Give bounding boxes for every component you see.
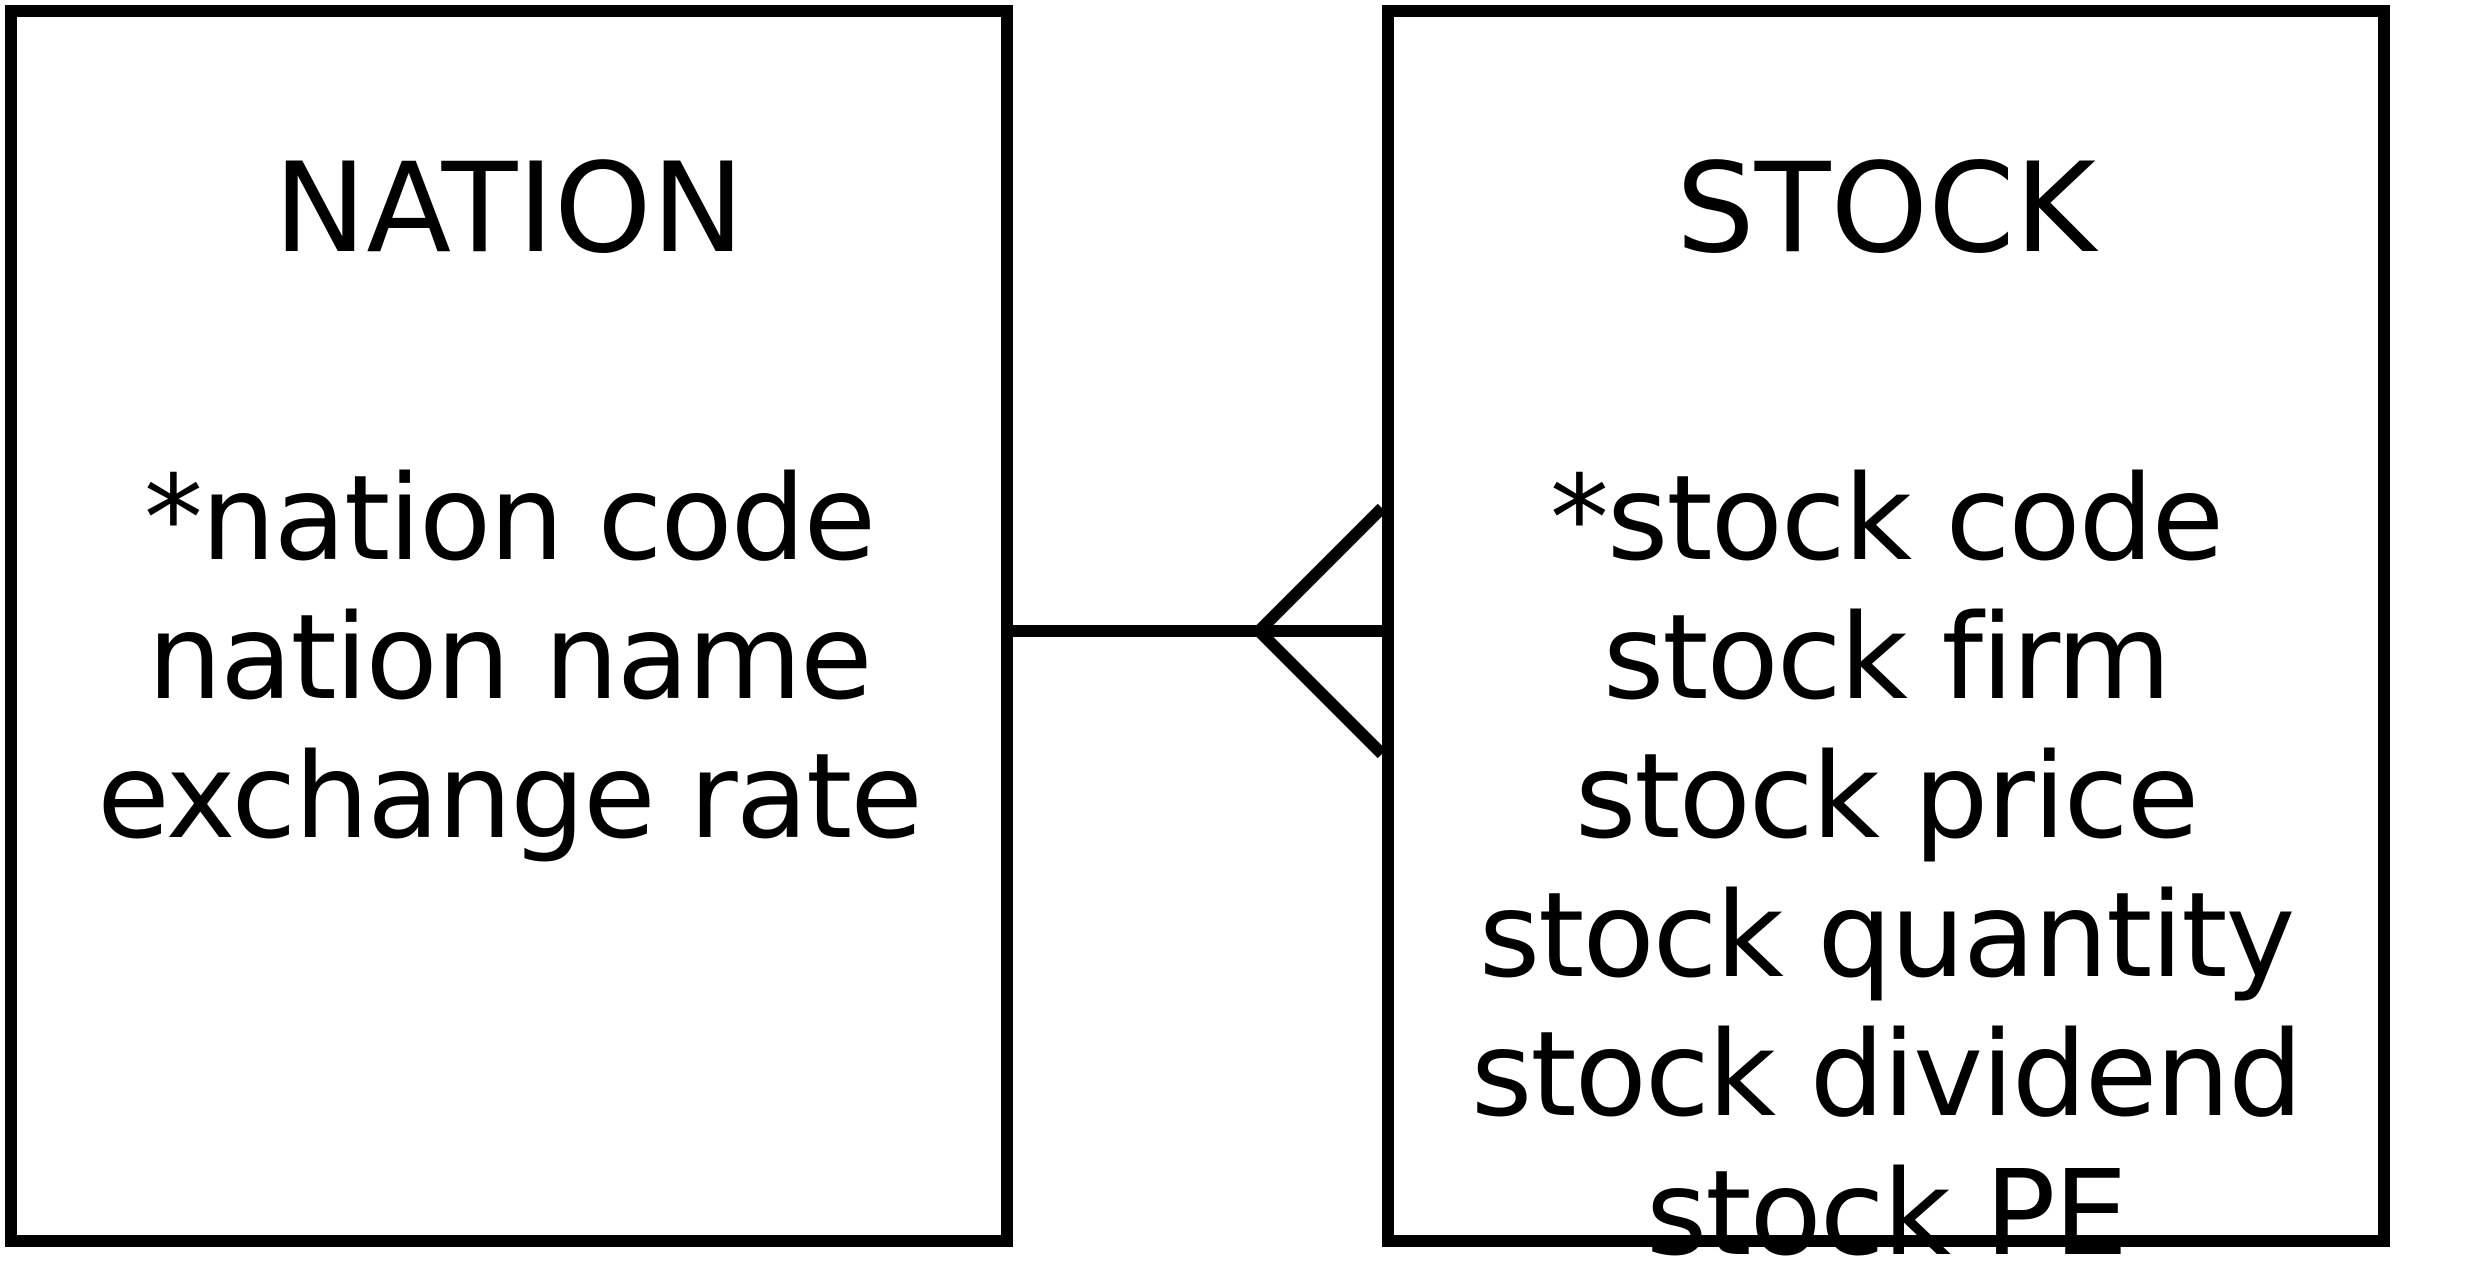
nation-attribute-list: *nation code nation name exchange rate [17, 449, 1001, 866]
stock-attribute: stock PE [1645, 1144, 2128, 1282]
stock-entity-title: STOCK [1676, 137, 2096, 281]
stock-attribute: stock dividend [1470, 1005, 2303, 1143]
nation-attribute: exchange rate [97, 727, 923, 865]
stock-attribute-list: *stock code stock firm stock price stock… [1394, 449, 2378, 1283]
crows-foot-lower-prong [1254, 626, 1387, 759]
nation-entity-box: NATION *nation code nation name exchange… [5, 5, 1013, 1247]
stock-attribute: *stock code [1549, 449, 2224, 587]
stock-attribute: stock quantity [1478, 866, 2296, 1004]
stock-attribute: stock firm [1602, 588, 2171, 726]
stock-entity-box: STOCK *stock code stock firm stock price… [1382, 5, 2390, 1282]
nation-attribute: nation name [147, 588, 872, 726]
crows-foot-upper-prong [1254, 503, 1387, 636]
stock-attribute: stock price [1574, 727, 2199, 865]
nation-attribute: *nation code [143, 449, 876, 587]
nation-entity-title: NATION [273, 137, 745, 281]
